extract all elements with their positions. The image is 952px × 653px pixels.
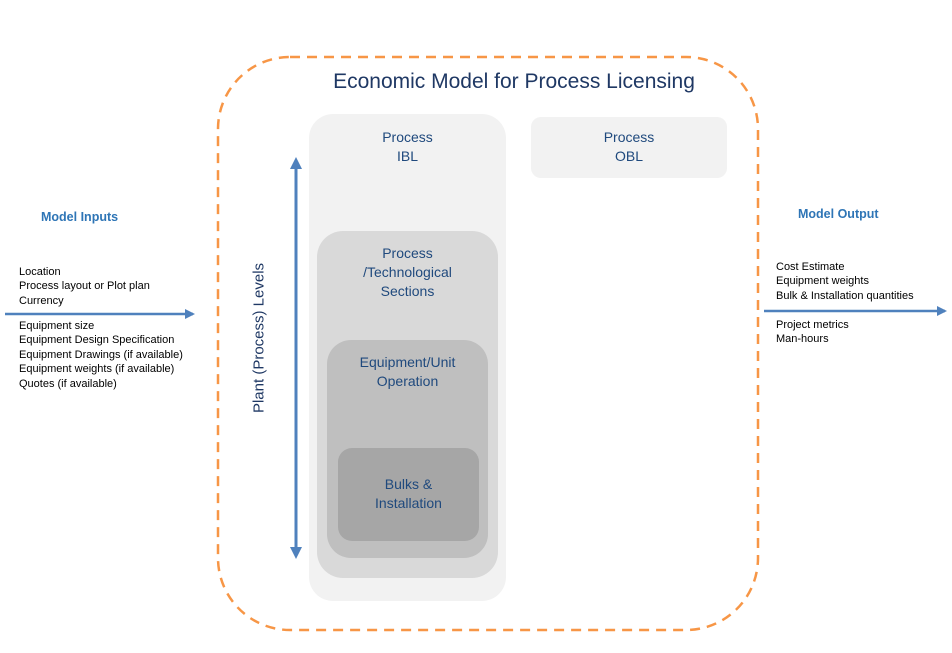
output-item: Cost Estimate	[776, 261, 845, 273]
process-ibl-label: Process IBL	[309, 128, 506, 166]
inputs-group-1: Location Process layout or Plot plan Cur…	[19, 265, 150, 308]
model-inputs-title: Model Inputs	[41, 210, 119, 224]
input-item: Currency	[19, 294, 64, 307]
input-item: Quotes (if available)	[19, 377, 117, 390]
label-line: Sections	[380, 283, 435, 299]
label-line: Process	[382, 129, 433, 145]
outputs-group-2: Project metrics Man-hours	[776, 318, 849, 347]
bulks-installation-box: Bulks & Installation	[338, 448, 479, 541]
label-line: Equipment/Unit	[359, 354, 456, 370]
model-boundary	[216, 55, 760, 632]
label-line: OBL	[614, 148, 643, 164]
technological-sections-label: Process /Technological Sections	[317, 244, 498, 301]
label-line: Process	[603, 129, 655, 145]
process-obl-label: Process OBL	[531, 128, 727, 166]
output-item: Bulk & Installation quantities	[776, 289, 914, 302]
input-item: Equipment Design Specification	[19, 334, 175, 347]
input-item: Equipment Drawings (if available)	[19, 348, 183, 361]
input-item: Equipment weights (if available)	[19, 363, 175, 376]
equipment-unit-operation-label: Equipment/Unit Operation	[327, 353, 488, 391]
label-line: Installation	[375, 495, 442, 511]
model-output-title: Model Output	[798, 207, 879, 221]
plant-levels-label: Plant (Process) Levels	[250, 262, 268, 414]
input-item: Process layout or Plot plan	[19, 280, 150, 293]
output-item: Equipment weights	[776, 275, 869, 288]
label-line: Process	[382, 245, 433, 261]
bulks-installation-label: Bulks & Installation	[338, 475, 479, 513]
output-item: Project metrics	[776, 319, 849, 331]
input-item: Equipment size	[19, 320, 95, 332]
outputs-group-1: Cost Estimate Equipment weights Bulk & I…	[776, 260, 914, 303]
process-obl-box: Process OBL	[531, 117, 727, 178]
output-item: Man-hours	[776, 333, 829, 346]
input-item: Location	[19, 266, 61, 278]
label-line: IBL	[396, 148, 418, 164]
diagram-title: Economic Model for Process Licensing	[333, 70, 695, 93]
label-line: Bulks &	[384, 476, 433, 492]
inputs-group-2: Equipment size Equipment Design Specific…	[19, 319, 183, 391]
label-line: /Technological	[363, 264, 452, 280]
label-line: Operation	[376, 373, 439, 389]
